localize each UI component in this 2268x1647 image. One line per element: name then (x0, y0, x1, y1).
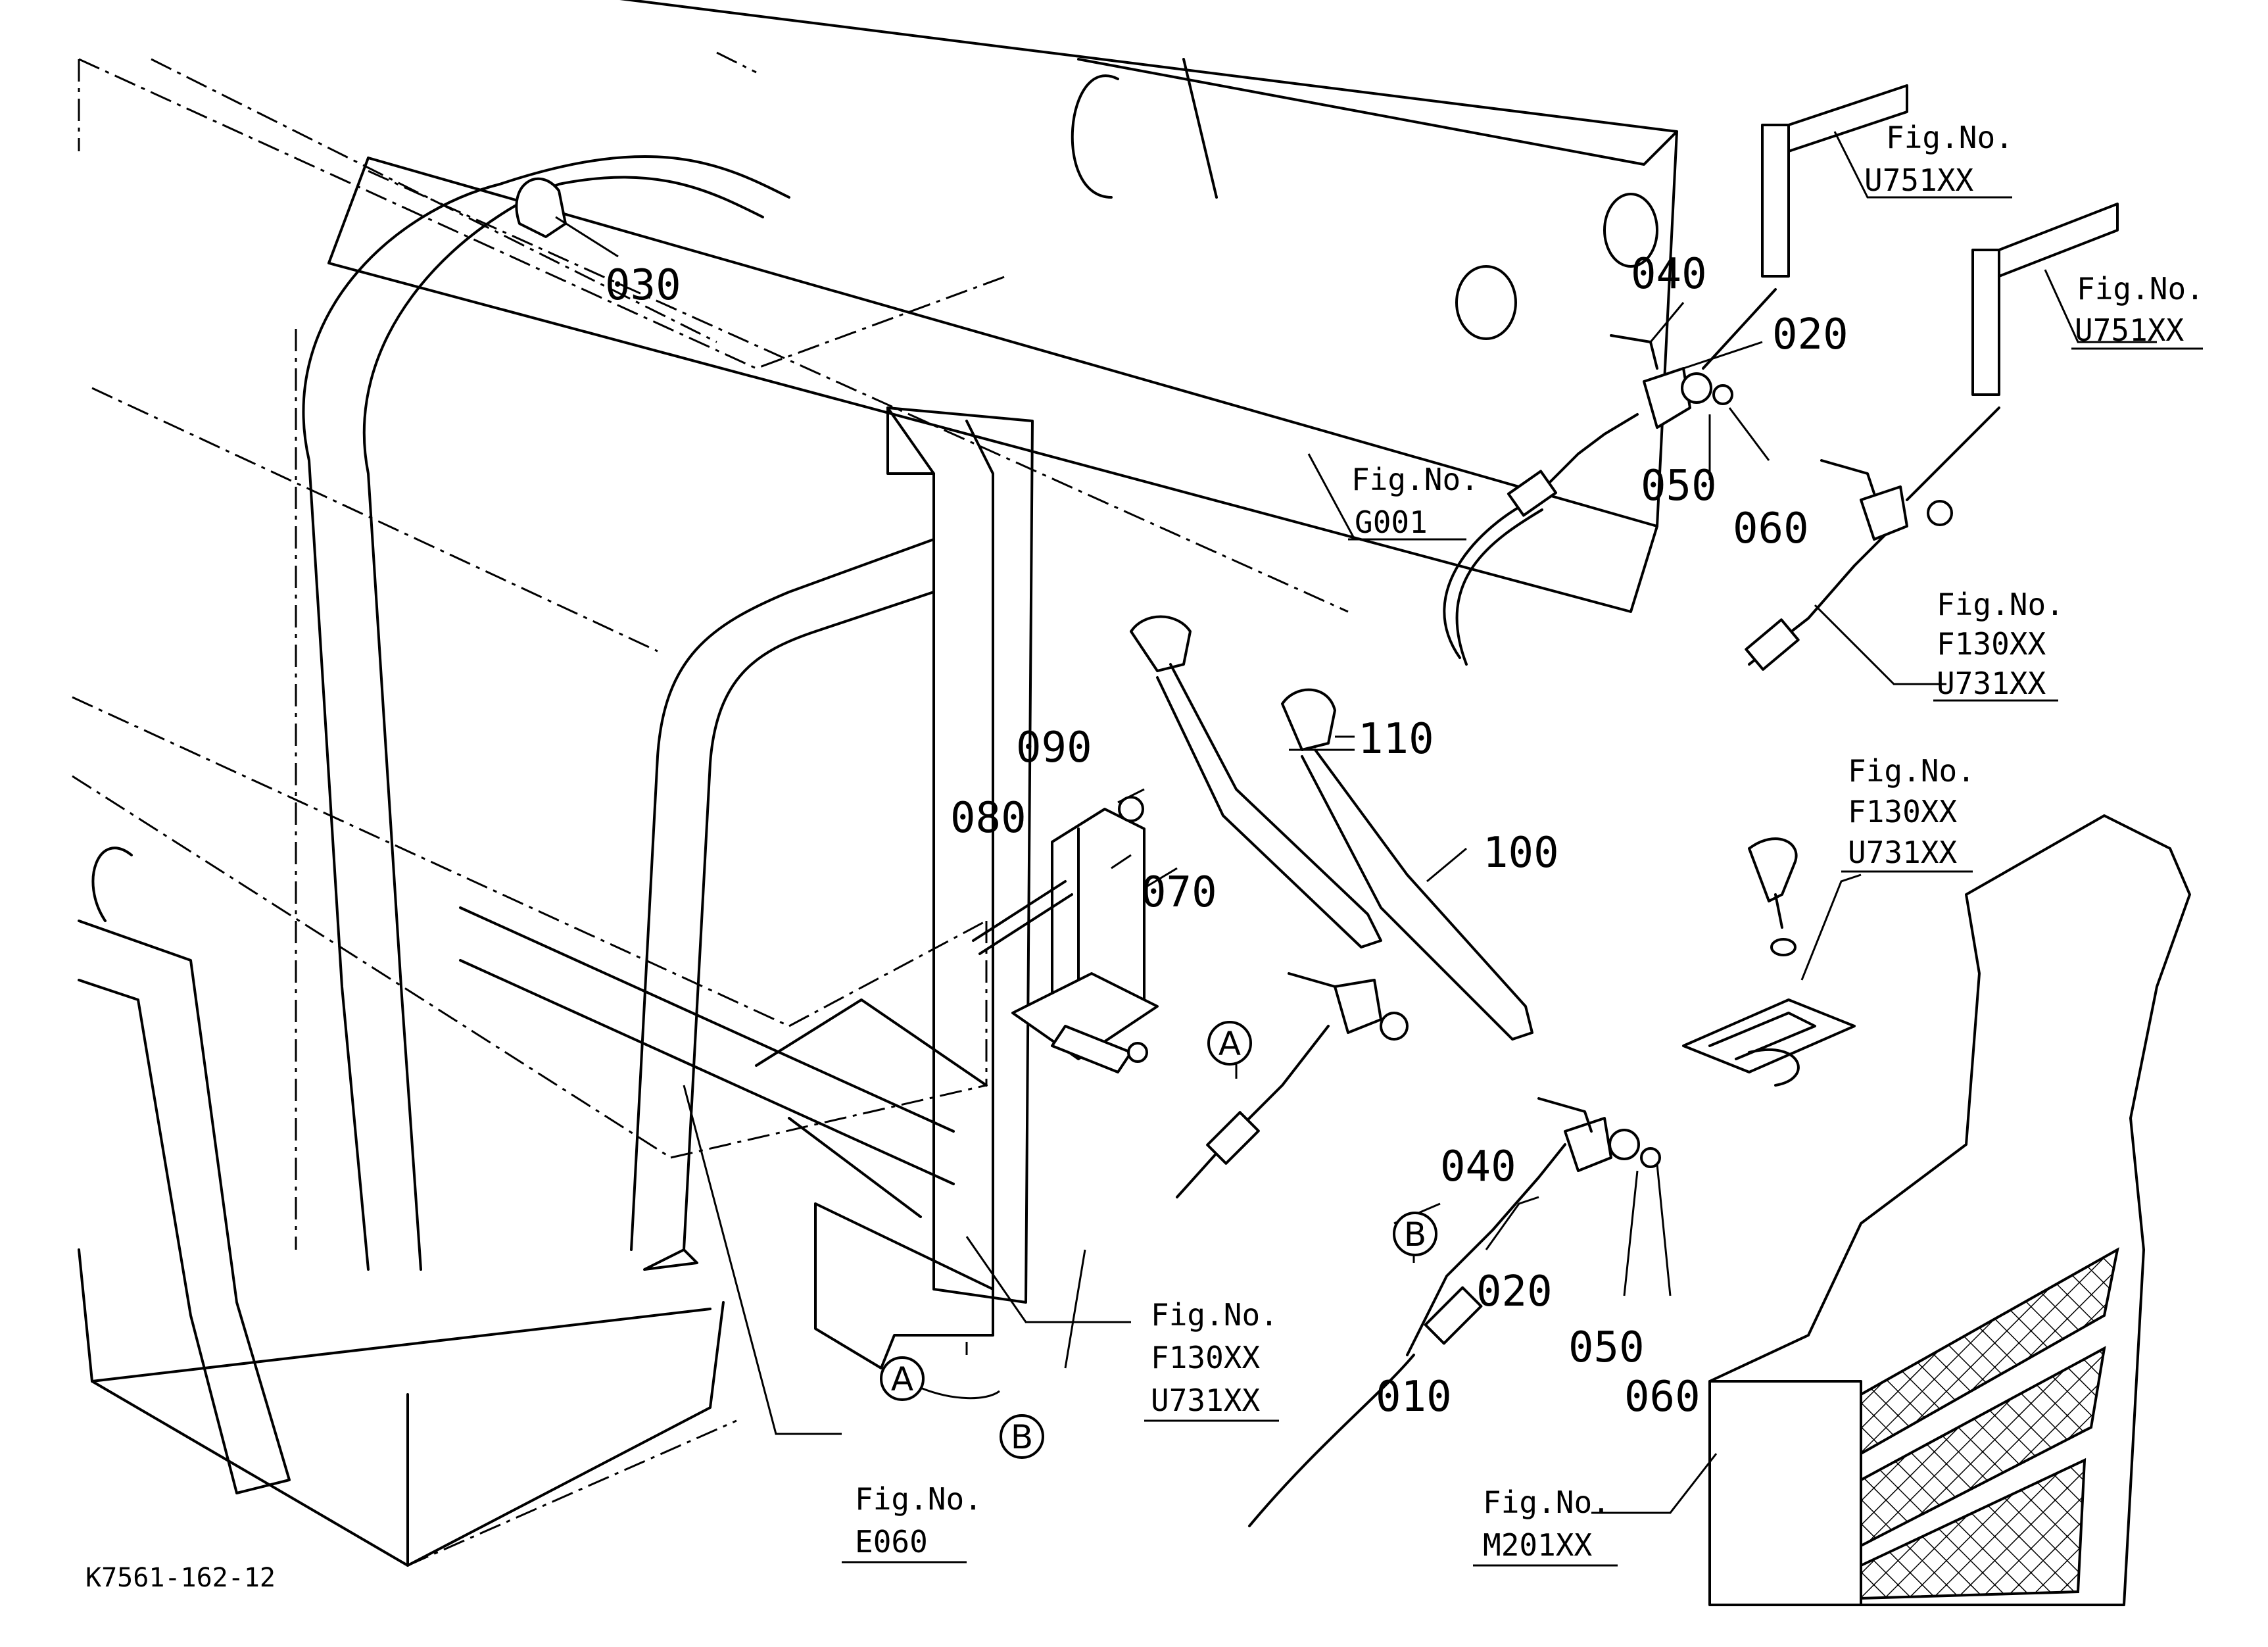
bracket-070 (972, 796, 1159, 1073)
cable-a (1176, 972, 1409, 1198)
fig-ref-label-2: Fig.No. (2077, 271, 2204, 307)
lower-bracket-plate (755, 998, 994, 1369)
fig-ref-code-4b: U731XX (1937, 666, 2046, 701)
part-label-020-lower: 020 (1476, 1267, 1553, 1316)
marker-b-lower (1000, 1414, 1044, 1459)
marker-a-upper-text: A (1218, 1025, 1241, 1063)
plate-brackets (1761, 84, 2119, 396)
fig-ref-code-5b: U731XX (1848, 835, 1957, 870)
part-label-060-lower: 060 (1624, 1373, 1701, 1421)
cable-lower (1248, 1097, 1661, 1527)
part-label-090: 090 (1016, 724, 1092, 772)
part-label-020-upper: 020 (1772, 310, 1848, 359)
fig-ref-label-8: Fig.No. (1483, 1485, 1610, 1520)
figure-reference-labels: Fig.No. U751XX Fig.No. U751XX Fig.No. G0… (842, 120, 2204, 1567)
part-label-080: 080 (950, 794, 1026, 843)
part-label-040-lower: 040 (1440, 1143, 1516, 1191)
fig-ref-label-5: Fig.No. (1848, 753, 1975, 789)
part-label-010: 010 (1376, 1373, 1452, 1421)
fig-ref-label-7: Fig.No. (855, 1481, 982, 1517)
front-grille (1708, 814, 2191, 1606)
fig-ref-code-7: E060 (855, 1524, 928, 1560)
lever-assembly (1130, 615, 1533, 1041)
marker-a-lower-text: A (891, 1360, 913, 1398)
marker-b-upper-text: B (1404, 1216, 1426, 1254)
left-step-handle (78, 847, 725, 1567)
fig-ref-code-8: M201XX (1483, 1527, 1592, 1563)
fig-ref-code-6a: F130XX (1151, 1340, 1260, 1375)
connection-markers: A B A B (880, 1021, 1437, 1459)
cable-upper (1443, 288, 1777, 666)
part-label-100: 100 (1483, 829, 1559, 877)
rollbar-tube (302, 155, 790, 1271)
cable-mid (1745, 406, 2000, 671)
part-label-070: 070 (1141, 868, 1217, 917)
shift-gate-plate (1682, 998, 1856, 1087)
chassis-frame (72, 51, 1349, 1567)
fig-ref-code-4a: F130XX (1937, 626, 2046, 662)
drawing-id: K7561-162-12 (85, 1563, 276, 1593)
marker-a-upper (1207, 1021, 1252, 1066)
part-number-labels: 010 020 020 030 040 040 050 050 060 060 … (605, 250, 1848, 1421)
fig-ref-label-3: Fig.No. (1351, 462, 1479, 497)
fig-ref-code-6b: U731XX (1151, 1383, 1260, 1418)
fig-ref-code-5a: F130XX (1848, 794, 1957, 829)
upright-post (886, 406, 1034, 1304)
front-hoop (459, 538, 955, 1271)
marker-a-lower (880, 1356, 925, 1401)
fig-ref-code-1: U751XX (1864, 162, 1973, 198)
fig-ref-code-2: U751XX (2075, 312, 2184, 348)
clip-030 (515, 177, 567, 238)
shift-knob (1748, 837, 1798, 956)
fig-ref-label-1: Fig.No. (1886, 120, 2014, 155)
part-label-060-upper: 060 (1733, 504, 1809, 553)
marker-b-lower-text: B (1011, 1418, 1033, 1456)
fig-ref-code-3: G001 (1355, 504, 1428, 540)
part-label-040-upper: 040 (1631, 250, 1707, 299)
upper-cross-beam (327, 0, 1678, 613)
fig-ref-label-6: Fig.No. (1151, 1297, 1278, 1333)
part-label-050-upper: 050 (1641, 462, 1717, 510)
part-label-050-lower: 050 (1568, 1323, 1645, 1372)
part-label-110: 110 (1358, 715, 1434, 764)
fig-ref-label-4: Fig.No. (1937, 587, 2064, 622)
part-label-030: 030 (605, 261, 681, 310)
marker-b-upper (1393, 1212, 1437, 1256)
